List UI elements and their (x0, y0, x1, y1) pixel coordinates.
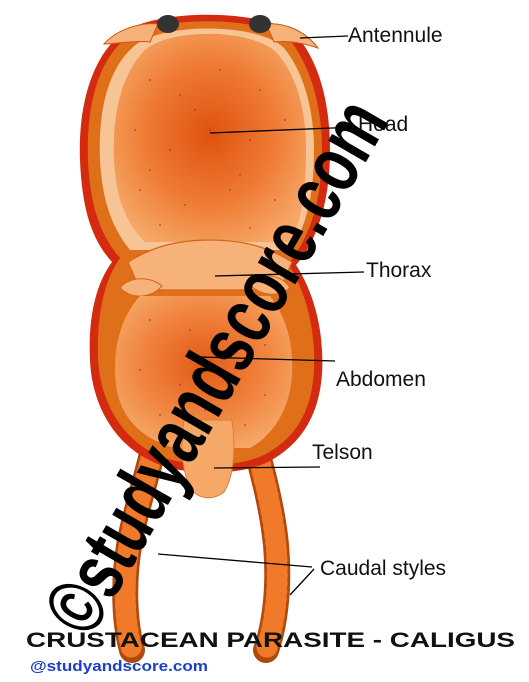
eye-left (157, 15, 179, 33)
credit-text: @studyandscore.com (30, 658, 208, 675)
diagram-title: CRUSTACEAN PARASITE - CALIGUS (26, 629, 515, 652)
eye-right (249, 15, 271, 33)
label-thorax: Thorax (366, 259, 432, 282)
label-telson: Telson (312, 441, 373, 464)
label-abdomen: Abdomen (336, 368, 426, 391)
label-caudal-styles: Caudal styles (320, 557, 446, 580)
label-antennule: Antennule (348, 24, 443, 47)
antennule-left (104, 24, 158, 44)
caudal-leader-right (290, 569, 314, 595)
